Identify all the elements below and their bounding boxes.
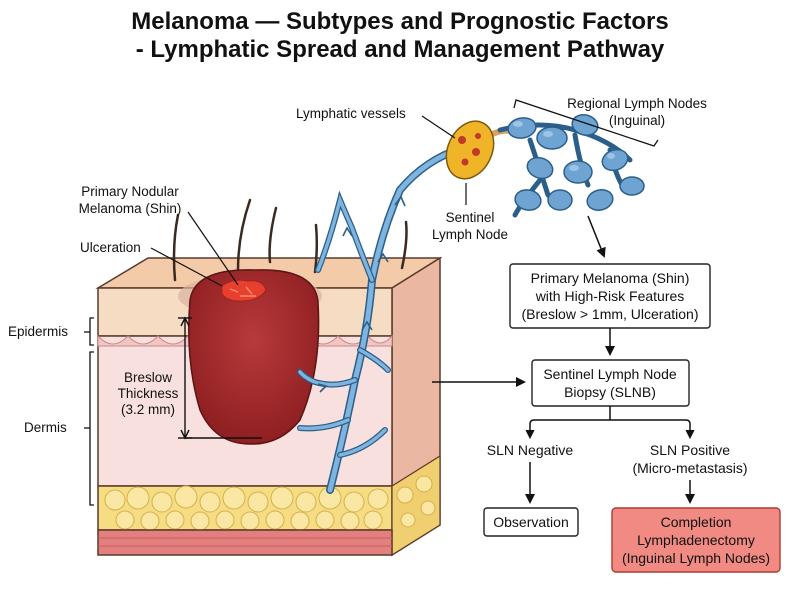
- observation-text: Observation: [493, 514, 568, 530]
- sentinel-label-1: Sentinel: [446, 210, 495, 225]
- sln-positive-label-1: SLN Positive: [650, 442, 730, 458]
- lymphatic-vessels-label: Lymphatic vessels: [296, 106, 406, 121]
- regional-nodes-bracket: [513, 99, 659, 147]
- slnb-box-line-2: Biopsy (SLNB): [564, 384, 656, 400]
- epidermis-label: Epidermis: [8, 324, 68, 339]
- management-flowchart: Primary Melanoma (Shin) with High-Risk F…: [432, 215, 781, 573]
- primary-nodular-leader: [187, 211, 239, 286]
- lymphatic-vessels-leader: [421, 115, 456, 139]
- dermis-bracket: [84, 351, 94, 506]
- sln-positive-label-2: (Micro-metastasis): [632, 460, 747, 476]
- dermis-label: Dermis: [24, 420, 67, 435]
- lymph-flow-arrows: [317, 195, 406, 393]
- lymphatic-vessels: [297, 127, 523, 494]
- breslow-label-2: Thickness: [118, 386, 179, 401]
- regional-lymph-nodes: [497, 114, 645, 218]
- ulceration-leader: [150, 247, 223, 287]
- epidermis-bracket: [84, 317, 94, 346]
- breslow-label-3: (3.2 mm): [121, 402, 175, 417]
- breslow-label-1: Breslow: [124, 370, 172, 385]
- completion-text-3: (Inguinal Lymph Nodes): [622, 550, 770, 566]
- regional-nodes-label-1: Regional Lymph Nodes: [567, 96, 707, 111]
- completion-text-2: Lymphadenectomy: [637, 532, 755, 548]
- primary-nodular-label-1: Primary Nodular: [81, 184, 179, 199]
- sln-negative-label: SLN Negative: [487, 442, 574, 458]
- primary-box-line-1: Primary Melanoma (Shin): [531, 270, 690, 286]
- sentinel-label-2: Lymph Node: [432, 227, 508, 242]
- diagram-title: Melanoma — Subtypes and Prognostic Facto…: [0, 8, 800, 64]
- slnb-box-line-1: Sentinel Lymph Node: [543, 366, 677, 382]
- ulceration-label: Ulceration: [80, 240, 141, 255]
- completion-lymphadenectomy-box: [611, 507, 781, 573]
- title-line-1: Melanoma — Subtypes and Prognostic Facto…: [131, 8, 669, 35]
- nodular-melanoma: [178, 269, 322, 445]
- completion-text-1: Completion: [661, 514, 732, 530]
- observation-box: [483, 507, 579, 537]
- hair-strands: [172, 198, 408, 282]
- muscle-layer: [97, 529, 393, 556]
- tumor-body: [188, 269, 320, 445]
- primary-nodular-label-2: Melanoma (Shin): [79, 201, 182, 216]
- sentinel-lymph-node: [445, 120, 495, 180]
- primary-box-line-2: with High-Risk Features: [535, 288, 685, 304]
- title-line-2: - Lymphatic Spread and Management Pathwa…: [135, 36, 665, 63]
- regional-nodes-label-2: (Inguinal): [609, 113, 665, 128]
- fat-globules: [104, 485, 389, 531]
- primary-box-line-3: (Breslow > 1mm, Ulceration): [522, 306, 699, 322]
- breslow-thickness-marker: [178, 316, 262, 440]
